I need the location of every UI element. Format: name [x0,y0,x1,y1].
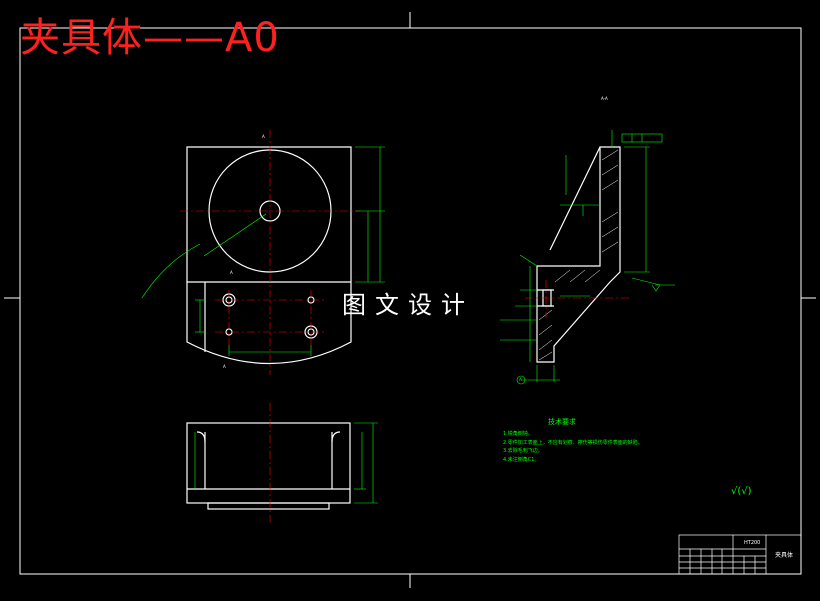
tech-requirement-item: 4.未注倒角C1。 [503,456,540,463]
tech-requirement-item: 3.去除毛刺飞边。 [503,448,543,454]
roughness-symbol: √(√) [731,486,752,497]
datum-label: A [519,377,522,382]
drawing-title: 夹具体——A0 [20,15,280,61]
top-view-dimensions [141,146,385,356]
section-view [536,146,621,363]
view-label-a-mid: A [230,270,233,275]
watermark-text: 图文设计 [342,291,474,319]
view-label-a-bottom: A [223,364,226,369]
view-label-a-top: A [262,134,265,139]
section-dimensions [500,130,675,385]
sheet-border [4,12,816,588]
front-view [186,422,351,510]
tech-requirements-list: 1.锐角倒钝。 2.零件加工表面上，不应有划痕、擦伤等损伤零件表面的缺陷。 3.… [503,430,643,464]
top-view-centerlines [180,130,360,375]
section-centerline [525,280,630,318]
top-view [186,146,352,365]
title-block-drawing-name: 夹具体 [775,552,794,559]
tech-requirements-title: 技术要求 [548,418,576,426]
title-block-material: HT200 [744,540,761,546]
tech-requirement-item: 2.零件加工表面上，不应有划痕、擦伤等损伤零件表面的缺陷。 [503,439,643,446]
section-hatching [538,149,619,361]
front-view-dimensions [194,422,378,504]
title-block [678,534,802,575]
tech-requirement-item: 1.锐角倒钝。 [503,431,533,437]
section-label: A-A [601,96,608,101]
